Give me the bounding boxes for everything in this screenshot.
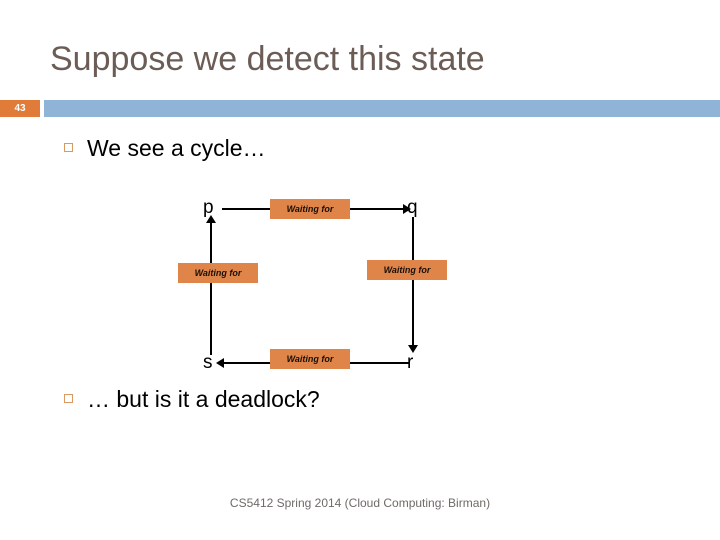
wait-for-graph-diagram: p q r s Waiting for Waiting for Waiting … xyxy=(160,185,490,385)
graph-node-s: s xyxy=(203,352,213,373)
edge-label-r-to-s: Waiting for xyxy=(270,349,350,369)
arrowhead-p-to-q xyxy=(403,204,411,214)
bullet-item-deadlock: … but is it a deadlock? xyxy=(64,384,320,414)
arrowhead-s-to-p xyxy=(206,215,216,223)
arrowhead-q-to-r xyxy=(408,345,418,353)
square-bullet-icon xyxy=(64,143,73,152)
bullet-item-cycle: We see a cycle… xyxy=(64,133,266,163)
edge-label-q-to-r: Waiting for xyxy=(367,260,447,280)
edge-label-p-to-q: Waiting for xyxy=(270,199,350,219)
graph-node-p: p xyxy=(203,197,214,218)
edge-line-q-to-r xyxy=(412,217,414,351)
header-bar: 43 xyxy=(0,100,720,117)
footer-text: CS5412 Spring 2014 (Cloud Computing: Bir… xyxy=(229,496,491,510)
header-rule xyxy=(44,100,720,117)
bullet-label: We see a cycle… xyxy=(87,135,266,161)
graph-node-r: r xyxy=(407,352,414,373)
page-title: Suppose we detect this state xyxy=(50,40,485,78)
arrowhead-r-to-s xyxy=(216,358,224,368)
slide-number-badge: 43 xyxy=(0,100,40,117)
graph-node-q: q xyxy=(407,197,418,218)
edge-line-s-to-p xyxy=(210,221,212,355)
square-bullet-icon xyxy=(64,394,73,403)
edge-label-s-to-p: Waiting for xyxy=(178,263,258,283)
bullet-label: … but is it a deadlock? xyxy=(87,386,320,412)
